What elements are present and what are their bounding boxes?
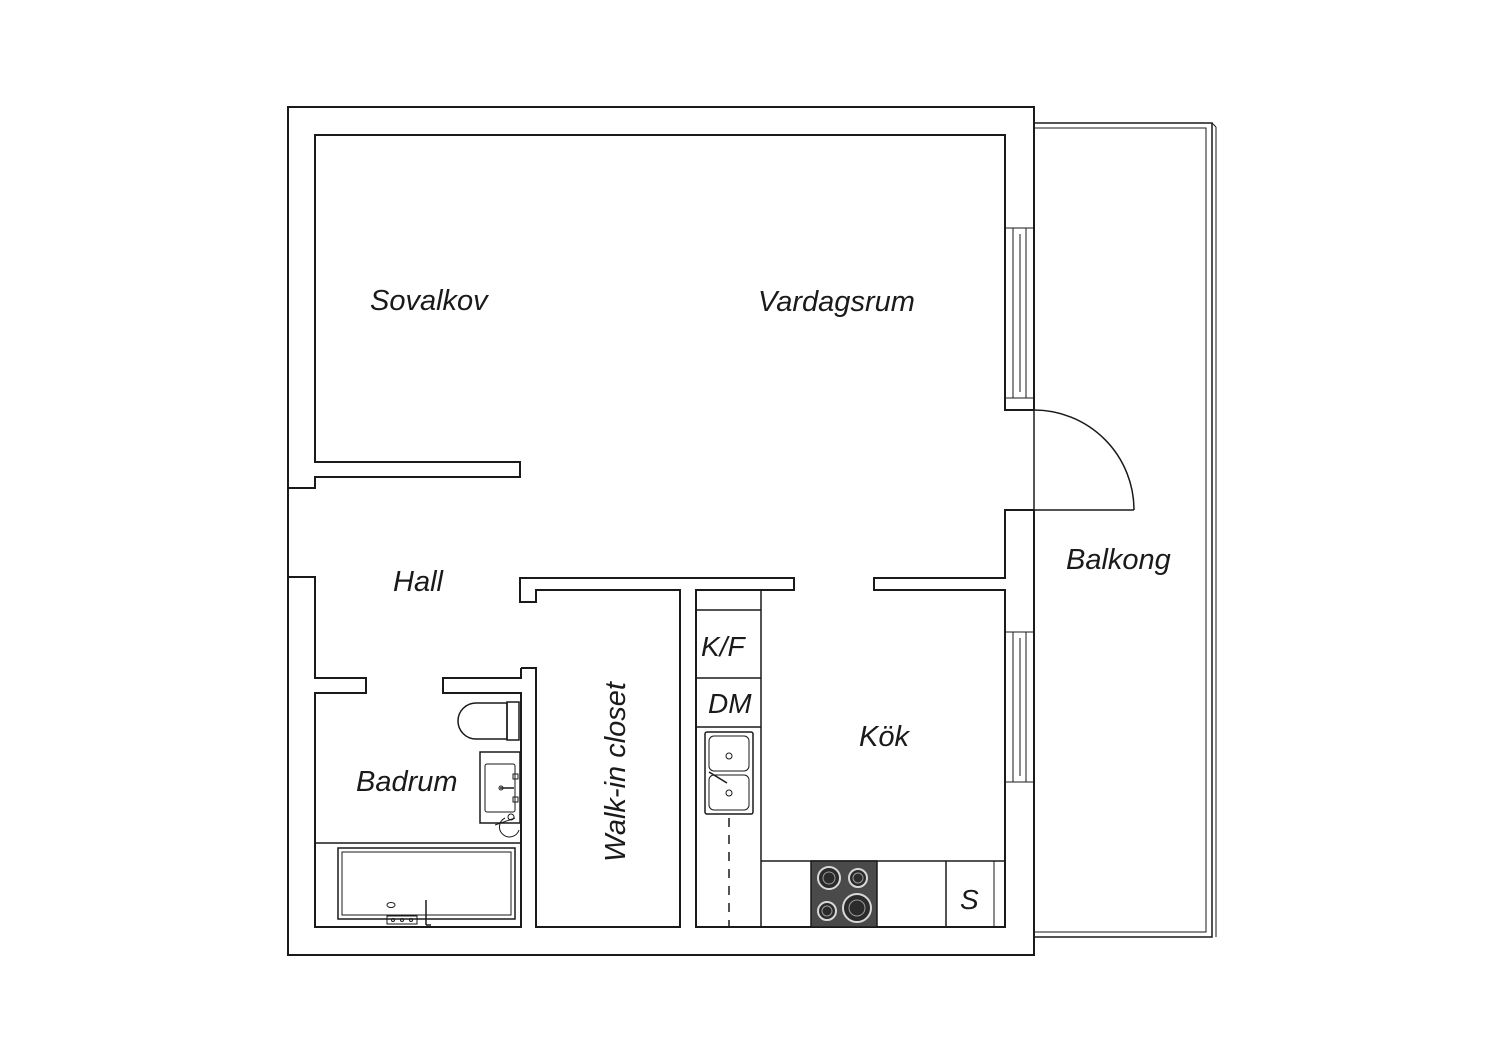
outer-walls [287,106,1035,956]
room-label-badrum: Badrum [356,766,458,798]
room-label-sovalkov: Sovalkov [370,285,489,317]
exterior-wall-outline [287,106,1035,956]
window-vardagsrum [1004,227,1034,399]
room-label-balkong: Balkong [1066,544,1171,576]
kitchen-counter-bottom [761,860,1005,927]
bathroom-walls [288,576,522,928]
balcony-door [1033,409,1135,511]
appliance-label-kf: K/F [701,631,746,662]
toilet-icon [457,701,520,741]
stove-icon [810,860,878,928]
room-label-walk-in-closet: Walk-in closet [600,680,632,862]
kitchen-counter-left [696,590,762,927]
washbasin-icon [479,751,521,824]
appliance-label-dm: DM [708,688,752,719]
right-wall-below-door [873,509,1034,632]
room-label-vardagsrum: Vardagsrum [758,286,915,318]
right-wall-above-door [1004,398,1034,411]
room-label-kok: Kök [859,721,910,753]
shower-icon [494,813,520,838]
window-kok [1004,631,1034,783]
appliance-label-s: S [960,884,979,915]
bathtub-icon [315,842,521,926]
sovalkov-inner-wall [288,134,1006,489]
room-label-hall: Hall [393,566,445,598]
balcony [1034,122,1217,938]
kitchen-sink-icon [704,731,754,815]
interior-core-walls [519,577,1006,928]
